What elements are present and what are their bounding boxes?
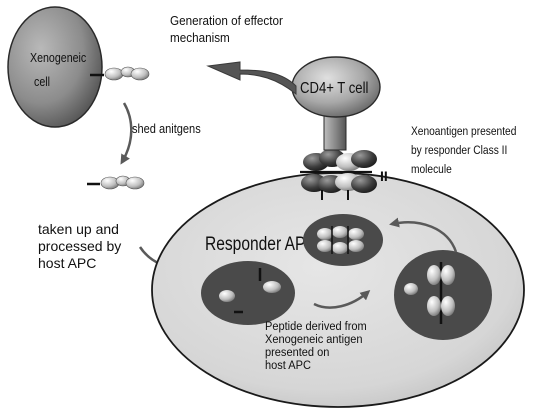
taken-up-label-line3: host APC [38,255,96,271]
peptide-label-line2: Xenogeneic antigen [265,334,362,346]
ingested-antigen [263,281,281,293]
effector-arrow [206,61,297,96]
class-ii-domain [441,265,455,285]
processing-arrow [313,290,371,309]
endosome-ingested [201,261,295,325]
xenoantigen-label-line3: molecule [411,163,452,176]
responder-apc-label: Responder APC [205,233,317,255]
surface-antigen [90,66,150,81]
xenogeneic-cell-label-line1: Xenogeneic [30,50,86,65]
taken-up-label-line2: processed by [38,238,121,254]
loading-peptide [404,283,418,295]
peptide-label-line4: host APC [265,360,311,372]
xenogeneic-cell-label-line2: cell [34,74,50,89]
class-ii-mark: II [380,168,388,184]
xenoantigen-label-line2: by responder Class II [411,144,507,157]
transport-arrow [389,217,458,253]
class-ii-domain [441,296,455,316]
class-ii-vesicle [303,214,383,266]
generation-label-line2: mechanism [170,30,230,45]
generation-label-line1: Generation of effector [170,13,283,28]
peptide-label-line3: presented on [265,347,329,359]
shed-antigen [87,175,145,190]
peptide-label-line1: Peptide derived from [265,321,367,333]
shed-antigen-arrow [120,102,133,165]
taken-up-label-line1: taken up and [38,221,119,237]
shed-antigens-label: shed anitgens [132,121,201,136]
class-ii-complexes [317,226,364,254]
tcr-mhc-complex [300,149,377,200]
loading-compartment [394,250,492,340]
xenoantigen-label-line1: Xenoantigen presented [411,125,516,138]
ingested-antigen [219,290,235,302]
class-ii-domain [427,296,441,316]
xenogeneic-cell [7,6,103,128]
class-ii-domain [427,265,441,285]
cd4-t-cell-label: CD4+ T cell [300,80,368,97]
